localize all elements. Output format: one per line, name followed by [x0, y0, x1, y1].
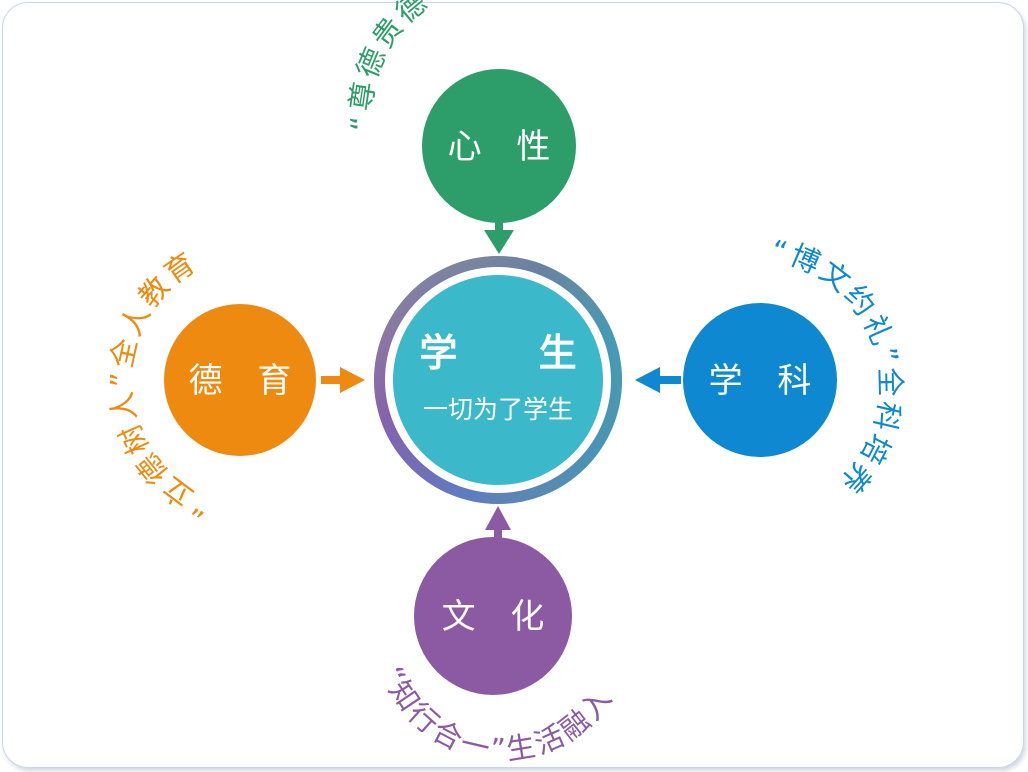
- node-top-label: 心 性: [448, 127, 563, 167]
- center-title: 学 生: [419, 331, 610, 375]
- node-left: 德 育 “立德树人”全人教育: [104, 244, 365, 525]
- center-node: 学 生 一切为了学生: [374, 256, 622, 504]
- node-top: 心 性 “尊德贵德”心性为本: [343, 0, 579, 254]
- center-subtitle: 一切为了学生: [423, 395, 573, 424]
- arrow-top-down-icon: [484, 212, 514, 254]
- node-top-circle: [422, 69, 576, 223]
- node-right-circle: [683, 303, 837, 457]
- node-bottom: 文 化 “知行合一”生活融入: [375, 506, 617, 767]
- center-circle: [393, 275, 603, 485]
- node-bottom-circle: [414, 537, 572, 695]
- node-bottom-label: 文 化: [442, 597, 557, 637]
- arrow-right-left-icon: [635, 367, 681, 393]
- node-left-label: 德 育: [189, 361, 304, 401]
- node-right-label: 学 科: [709, 361, 824, 401]
- node-left-circle: [164, 304, 316, 456]
- node-right: 学 科 “博文约礼”全科培养: [635, 233, 905, 502]
- arrow-left-right-icon: [321, 367, 365, 393]
- arrow-bottom-up-icon: [485, 506, 511, 548]
